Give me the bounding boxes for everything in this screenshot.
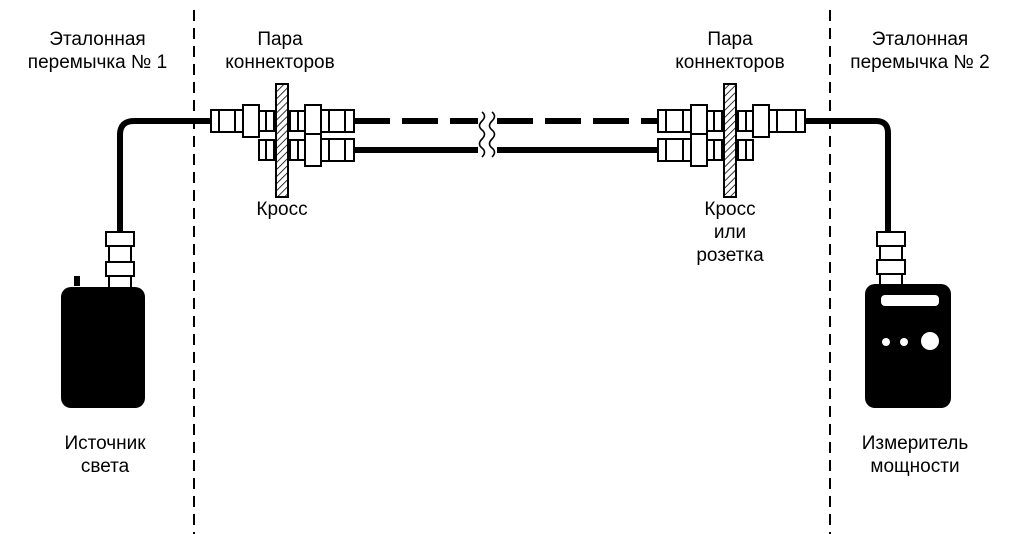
reference-jumper-1-cable — [117, 118, 211, 232]
label-reference-jumper-1: Эталонная перемычка № 1 — [27, 29, 168, 73]
reference-jumper-2-cable — [805, 118, 891, 232]
label-reference-jumper-2: Эталонная перемычка № 2 — [850, 29, 990, 73]
label-cross-right: Кросс или розетка — [696, 199, 764, 266]
label-connector-pair-right: Пара коннекторов — [675, 29, 785, 73]
connector-pair-left — [210, 104, 355, 167]
label-cross-left: Кросс — [256, 199, 308, 220]
light-source-device — [61, 231, 145, 408]
patch-panel-left — [275, 83, 289, 198]
fiber-line-break — [478, 111, 496, 158]
patch-panel-right — [723, 83, 737, 198]
connector-pair-right — [657, 104, 806, 167]
label-power-meter: Измеритель мощности — [861, 433, 969, 477]
label-light-source: Источник света — [64, 433, 146, 477]
power-meter-device — [865, 231, 951, 408]
label-connector-pair-left: Пара коннекторов — [225, 29, 335, 73]
